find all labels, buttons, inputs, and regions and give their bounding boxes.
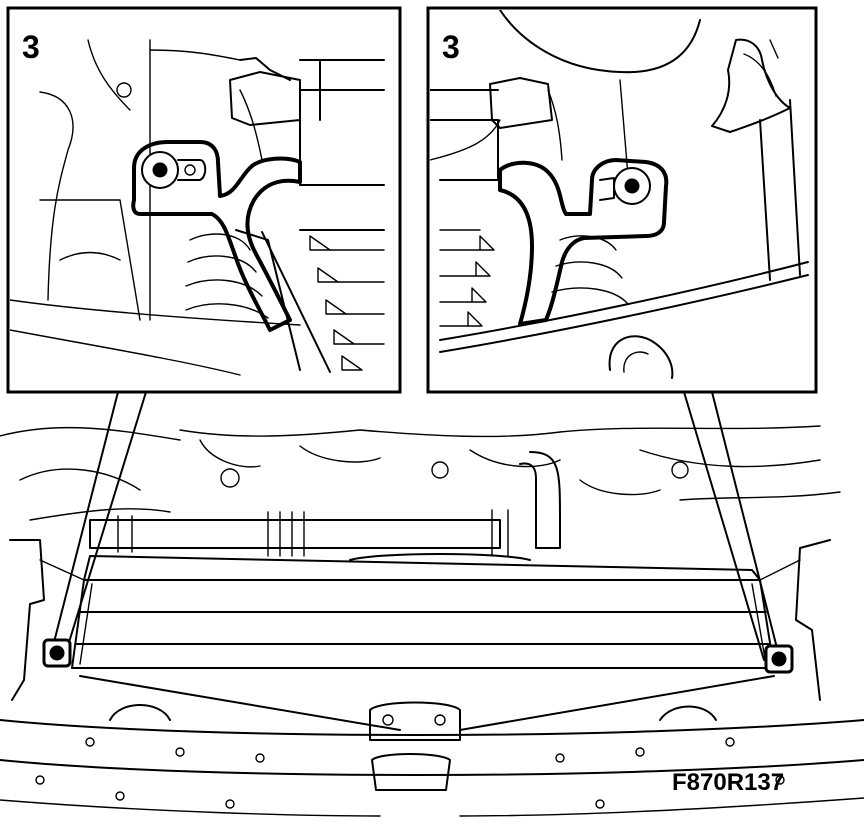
detail-inset-right: 3: [426, 6, 818, 394]
right-inset-drawing: [430, 10, 809, 379]
detail-inset-left: 3: [6, 6, 402, 394]
leader-lines: [51, 391, 781, 661]
callout-number-right: 3: [442, 29, 460, 65]
figure-reference-code: F870R137: [672, 769, 784, 796]
callout-number-left: 3: [22, 29, 40, 65]
front-overview: [0, 425, 864, 817]
left-inset-drawing: [10, 39, 385, 376]
